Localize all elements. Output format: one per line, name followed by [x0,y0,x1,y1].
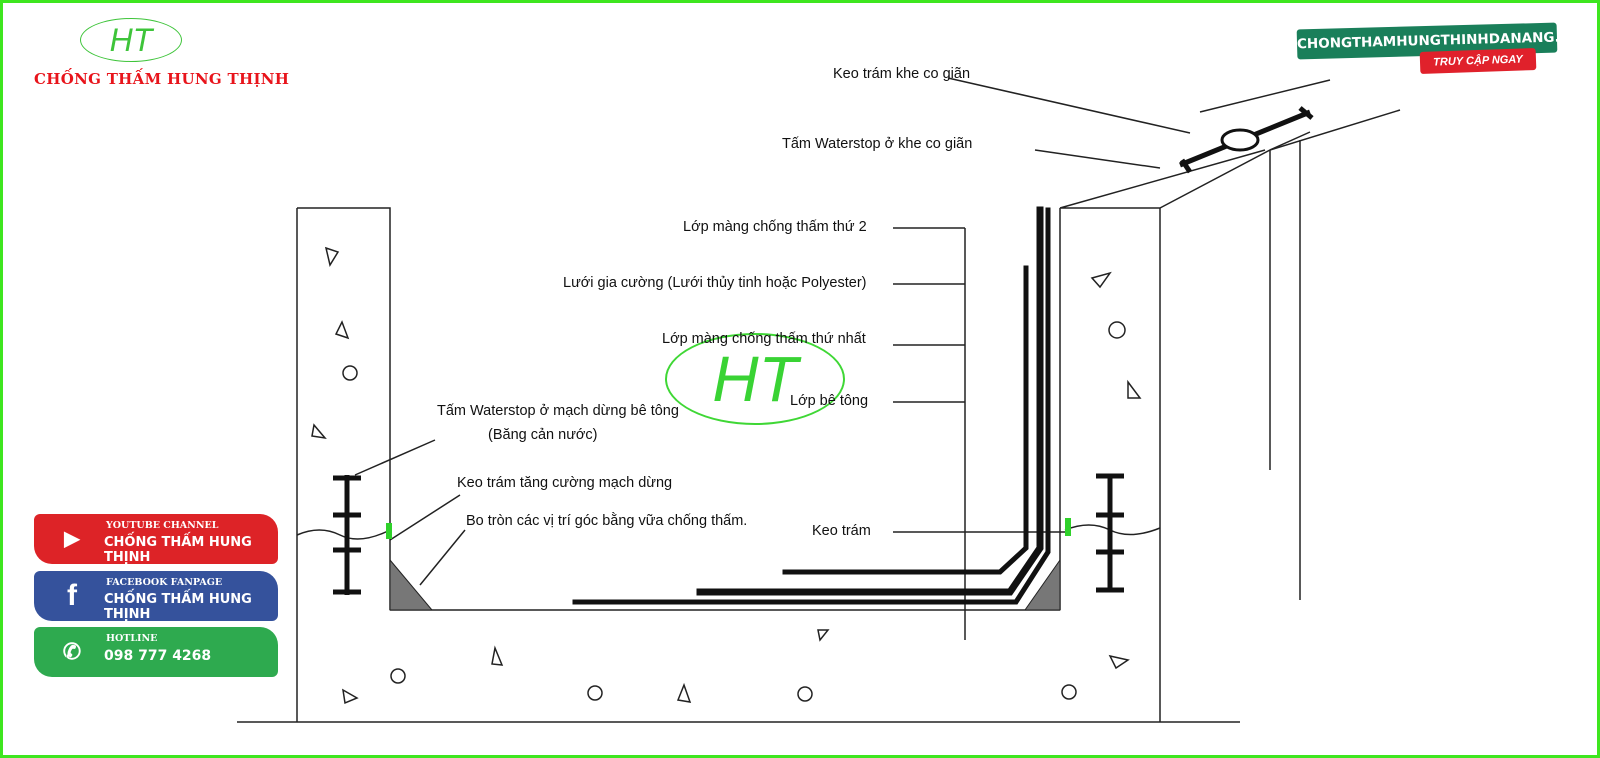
hotline-title: HOTLINE [106,633,158,644]
right-fillet [1024,558,1061,611]
left-wall [296,207,391,722]
hotline-value: 098 777 4268 [104,648,212,664]
whatsapp-icon: ✆ [62,639,82,664]
left-waterstop [333,475,361,595]
right-wall [1059,131,1311,610]
label-joint-sealant: Keo trám khe co giãn [833,66,971,82]
label-fillet: Bo tròn các vị trí góc bằng vữa chống th… [466,513,748,529]
label-joint-waterstop: Tấm Waterstop ở khe co giãn [782,136,973,152]
membrane-2 [572,207,1051,605]
facebook-value: CHỐNG THẤM HUNG THỊNH [104,592,252,622]
right-waterstop [1096,473,1124,593]
hotline-banner[interactable]: ✆ HOTLINE 098 777 4268 [34,627,278,677]
facebook-banner[interactable]: f FACEBOOK FANPAGE CHỐNG THẤM HUNG THỊNH [34,571,278,622]
watermark-logo: HT [665,333,845,425]
youtube-icon: ▶ [64,528,80,550]
floor-slab [237,208,1240,723]
label-mesh: Lưới gia cường (Lưới thủy tinh hoặc Poly… [563,275,867,291]
membrane-1 [696,206,1044,596]
label-concrete: Lớp bê tông [790,393,869,409]
label-stop-sealant: Keo trám tăng cường mạch dừng [457,475,673,491]
brand-name: CHỐNG THẤM HUNG THỊNH [34,70,290,88]
youtube-title: YOUTUBE CHANNEL [106,520,219,531]
mesh-layer [782,265,1029,575]
label-sealant: Keo trám [812,523,871,539]
logo: HT [80,18,182,62]
facebook-icon: f [67,579,77,612]
label-stop-waterstop: Tấm Waterstop ở mạch dừng bê tông [437,403,679,419]
label-membrane-1: Lớp màng chống thấm thứ nhất [662,331,866,347]
left-fillet [389,558,434,611]
label-membrane-2: Lớp màng chống thấm thứ 2 [683,219,867,235]
facebook-title: FACEBOOK FANPAGE [106,577,223,588]
visit-now-button[interactable]: TRUY CẬP NGAY [1419,47,1537,75]
youtube-value: CHỐNG THẤM HUNG THỊNH [104,535,252,565]
label-stop-waterstop-sub: (Băng cản nước) [488,427,598,443]
youtube-banner[interactable]: ▶ YOUTUBE CHANNEL CHỐNG THẤM HUNG THỊNH [34,514,278,565]
